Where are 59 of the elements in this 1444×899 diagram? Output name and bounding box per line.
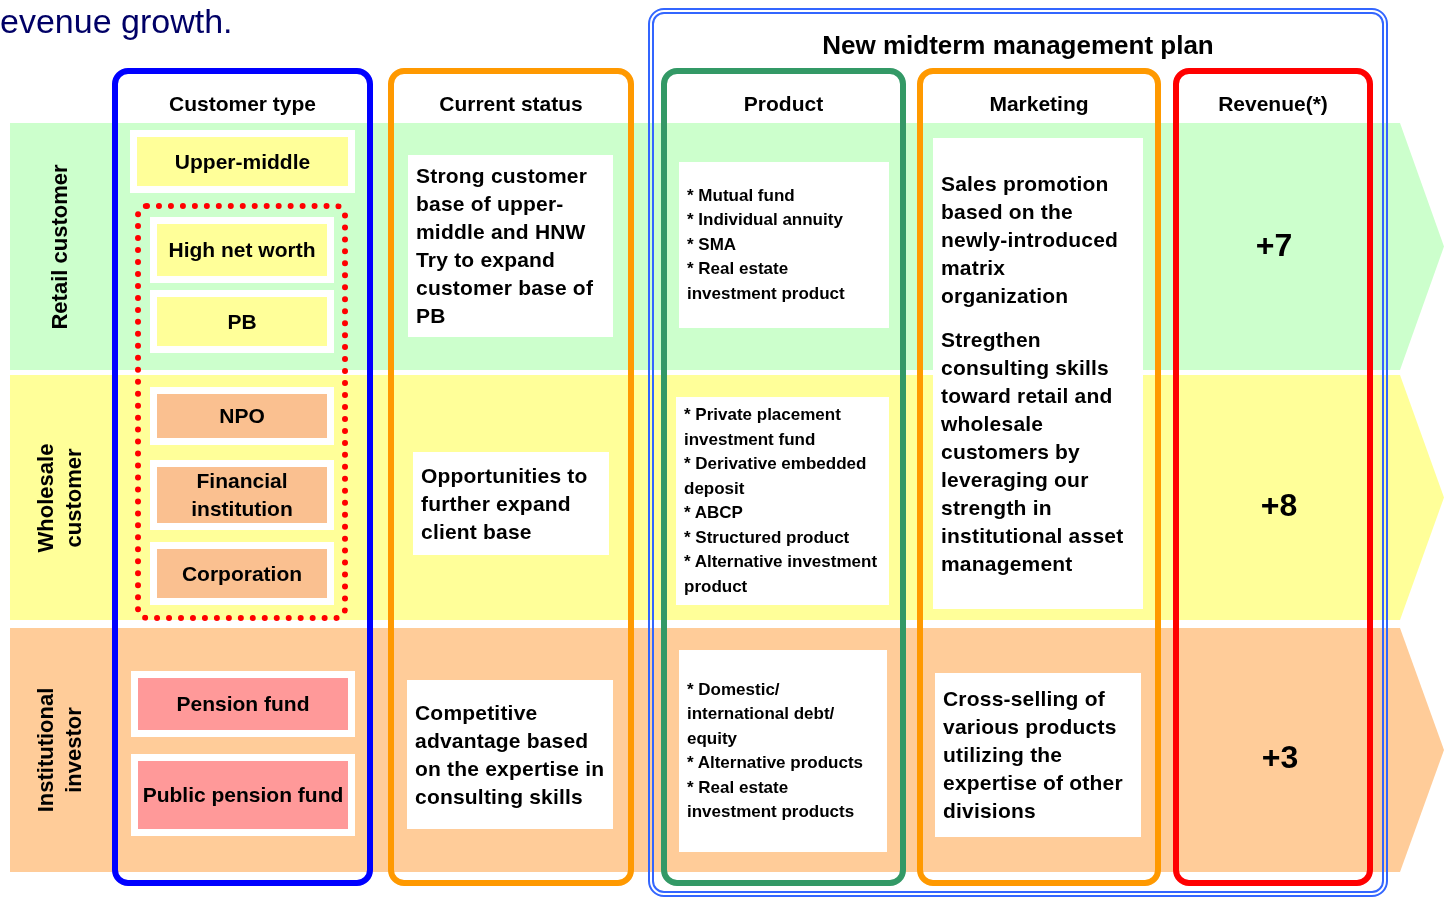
column-heading: Current status bbox=[438, 91, 584, 117]
revenue-value: +7 bbox=[1255, 226, 1293, 265]
cell-text: PB bbox=[227, 308, 257, 335]
band-label: Institutional investor bbox=[32, 686, 87, 815]
list-item: * Private placement investment fund bbox=[684, 404, 842, 451]
list-item: * Real estate investment products bbox=[687, 776, 856, 823]
column-frame bbox=[1173, 68, 1373, 886]
list-item: * Structured product bbox=[684, 526, 851, 549]
text-card bbox=[933, 138, 1143, 609]
customer-type-box bbox=[131, 754, 355, 836]
list-item: * Derivative embedded deposit bbox=[684, 453, 868, 500]
product-list-card bbox=[679, 650, 887, 852]
column-frame bbox=[661, 68, 906, 886]
card-text: Stregthen consulting skills toward retail and wholesale customers by leveraging our strength in institutional asset management bbox=[941, 326, 1125, 577]
customer-type-box bbox=[150, 387, 334, 445]
customer-type-box bbox=[150, 460, 334, 530]
text-card bbox=[935, 673, 1141, 837]
page-title-fragment: evenue growth. bbox=[0, 1, 233, 42]
column-heading: Marketing bbox=[988, 91, 1090, 117]
card-text: Cross-selling of various products utilizing the expertise of other divisions bbox=[943, 686, 1124, 824]
revenue-value: +3 bbox=[1261, 738, 1299, 777]
list-item: * Individual annuity bbox=[687, 209, 844, 232]
band-label: Wholesale customer bbox=[32, 442, 87, 555]
cell-text: High net worth bbox=[168, 237, 316, 263]
text-card bbox=[408, 155, 613, 337]
card-text: Strong customer base of upper-middle and HNW bbox=[416, 163, 589, 245]
customer-type-box bbox=[130, 130, 355, 193]
column-heading: Product bbox=[742, 91, 825, 117]
band-label: Retail customer bbox=[46, 162, 73, 332]
column-frame bbox=[388, 68, 634, 886]
cell-text: Financial institution bbox=[190, 468, 294, 522]
product-list-card bbox=[679, 162, 889, 328]
customer-type-box bbox=[150, 290, 334, 353]
text-card bbox=[407, 680, 613, 829]
list-item: * Mutual fund bbox=[687, 184, 796, 207]
list-item: * Alternative investment product bbox=[684, 551, 879, 598]
revenue-value: +8 bbox=[1260, 486, 1298, 525]
text-card bbox=[413, 452, 609, 555]
plan-heading: New midterm management plan bbox=[821, 29, 1215, 62]
cell-text: Upper-middle bbox=[174, 148, 311, 175]
card-text: Sales promotion based on the newly-introduced matrix organization bbox=[941, 170, 1120, 309]
cell-text: Corporation bbox=[181, 560, 303, 587]
list-item: * SMA bbox=[687, 233, 738, 256]
cell-text: NPO bbox=[219, 403, 265, 429]
card-text: Try to expand customer base of PB bbox=[416, 247, 595, 329]
cell-text: Public pension fund bbox=[142, 782, 344, 808]
column-heading: Customer type bbox=[168, 91, 317, 117]
customer-type-box bbox=[131, 671, 355, 737]
list-item: * Alternative products bbox=[687, 752, 865, 774]
product-list-card bbox=[676, 397, 889, 605]
card-text: Competitive advantage based on the expertise in consulting skills bbox=[415, 699, 605, 810]
list-item: * Domestic/ international debt/ equity bbox=[687, 678, 836, 750]
card-text: Opportunities to further expand client base bbox=[421, 462, 589, 545]
list-item: * Real estate investment product bbox=[687, 258, 846, 305]
cell-text: Pension fund bbox=[176, 691, 310, 717]
column-heading: Revenue(*) bbox=[1217, 91, 1329, 117]
customer-type-box bbox=[150, 542, 334, 605]
customer-type-box bbox=[150, 217, 334, 283]
list-item: * ABCP bbox=[684, 502, 744, 524]
